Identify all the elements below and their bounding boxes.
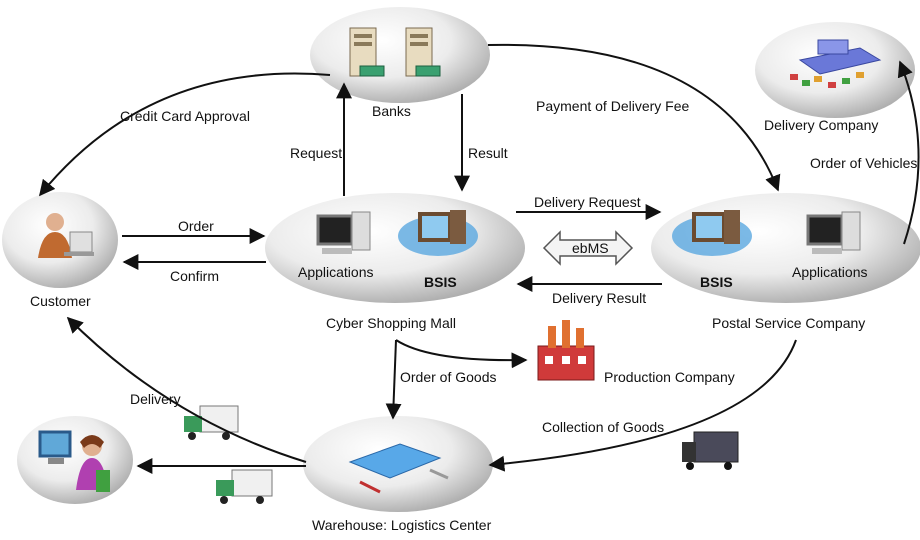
payment-delivery-fee-label: Payment of Delivery Fee: [536, 98, 689, 114]
truck-icon: [216, 469, 273, 504]
cyber-mall-label: Cyber Shopping Mall: [326, 315, 456, 331]
delivery-request-label: Delivery Request: [534, 194, 641, 210]
mall-applications-label: Applications: [298, 264, 374, 280]
server-icon: [405, 27, 441, 77]
user-node: [17, 416, 133, 504]
truck-icon: [682, 431, 739, 470]
delivery-label: Delivery: [130, 391, 181, 407]
arrow-order-of-goods: [385, 339, 402, 420]
result-label: Result: [468, 145, 508, 161]
user-at-computer-icon: [38, 430, 110, 492]
customer-label: Customer: [30, 293, 91, 309]
ebms-label: ebMS: [572, 240, 609, 256]
collection-of-goods-label: Collection of Goods: [542, 419, 664, 435]
arrow-credit-card-approval: [38, 72, 331, 197]
bsis-computer-icon: [672, 210, 752, 256]
building-icon: [790, 39, 882, 88]
ebms-double-arrow: [542, 230, 634, 266]
order-of-goods-label: Order of Goods: [400, 369, 497, 385]
postal-label: Postal Service Company: [712, 315, 865, 331]
order-label: Order: [178, 218, 214, 234]
arrow-delivery: [66, 316, 307, 463]
arrow-payment-delivery-fee: [487, 43, 781, 192]
production-label: Production Company: [604, 369, 735, 385]
postal-bsis-label: BSIS: [700, 274, 733, 290]
banks-node: [310, 7, 490, 103]
request-label: Request: [290, 145, 342, 161]
credit-card-approval-label: Credit Card Approval: [120, 108, 250, 124]
confirm-label: Confirm: [170, 268, 219, 284]
delivery-result-label: Delivery Result: [552, 290, 646, 306]
postal-applications-label: Applications: [792, 264, 868, 280]
customer-person-icon: [38, 213, 94, 258]
mall-bsis-label: BSIS: [424, 274, 457, 290]
server-icon: [349, 27, 385, 77]
banks-label: Banks: [372, 103, 411, 119]
arrow-collection-of-goods: [488, 339, 797, 472]
arrow-order-of-vehicles: [897, 60, 920, 245]
delivery-company-label: Delivery Company: [764, 117, 878, 133]
order-of-vehicles-label: Order of Vehicles: [810, 155, 917, 171]
computer-icon: [806, 211, 861, 254]
computer-icon: [316, 211, 371, 254]
arrow-to-production: [395, 339, 528, 369]
cyber-mall-node: [265, 193, 525, 303]
factory-icon: [537, 320, 595, 381]
bsis-computer-icon: [398, 210, 478, 256]
warehouse-label: Warehouse: Logistics Center: [312, 517, 492, 533]
warehouse-conveyor-icon: [348, 443, 449, 494]
